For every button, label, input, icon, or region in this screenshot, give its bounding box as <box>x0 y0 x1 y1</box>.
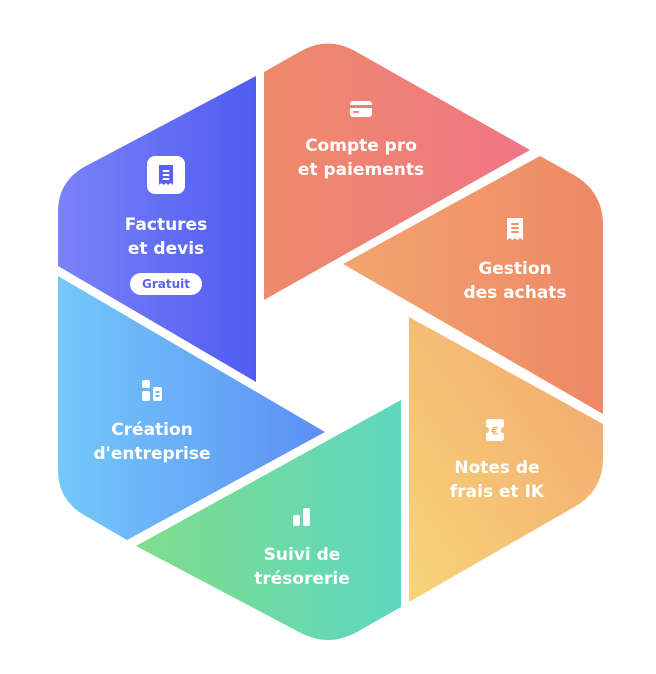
label-creation: Création d'entreprise <box>93 418 210 466</box>
label-tresorerie-line2: trésorerie <box>254 569 350 589</box>
euro-ticket-icon: € <box>486 419 504 446</box>
segment-creation <box>58 276 325 540</box>
label-achats-line2: des achats <box>463 283 567 303</box>
label-creation-line2: d'entreprise <box>93 444 211 464</box>
segment-notes <box>409 317 603 602</box>
label-tresorerie: Suivi de trésorerie <box>254 543 350 591</box>
label-factures-line1: Factures <box>124 215 208 235</box>
segment-factures <box>58 76 256 382</box>
svg-text:€: € <box>490 425 499 438</box>
bar-chart-icon <box>291 506 313 531</box>
label-notes-line1: Notes de <box>454 458 540 478</box>
label-compte-line2: et paiements <box>297 160 425 180</box>
blocks-icon <box>141 380 163 407</box>
segment-achats <box>343 156 603 414</box>
receipt-icon-achats <box>507 218 523 245</box>
label-achats-line1: Gestion <box>478 259 552 279</box>
label-creation-line1: Création <box>111 420 193 440</box>
label-factures-line2: et devis <box>127 239 205 259</box>
card-icon <box>350 101 372 122</box>
label-compte-line1: Compte pro <box>305 136 417 156</box>
segment-tresorerie <box>136 400 401 640</box>
label-achats: Gestion des achats <box>463 257 566 305</box>
label-factures: Factures et devis <box>125 213 207 261</box>
receipt-icon <box>147 156 185 199</box>
label-compte: Compte pro et paiements <box>298 134 424 182</box>
segment-compte <box>264 43 530 300</box>
label-notes: Notes de frais et IK <box>450 456 544 504</box>
label-tresorerie-line1: Suivi de <box>263 545 341 565</box>
badge-gratuit: Gratuit <box>130 273 202 295</box>
label-notes-line2: frais et IK <box>449 482 545 502</box>
